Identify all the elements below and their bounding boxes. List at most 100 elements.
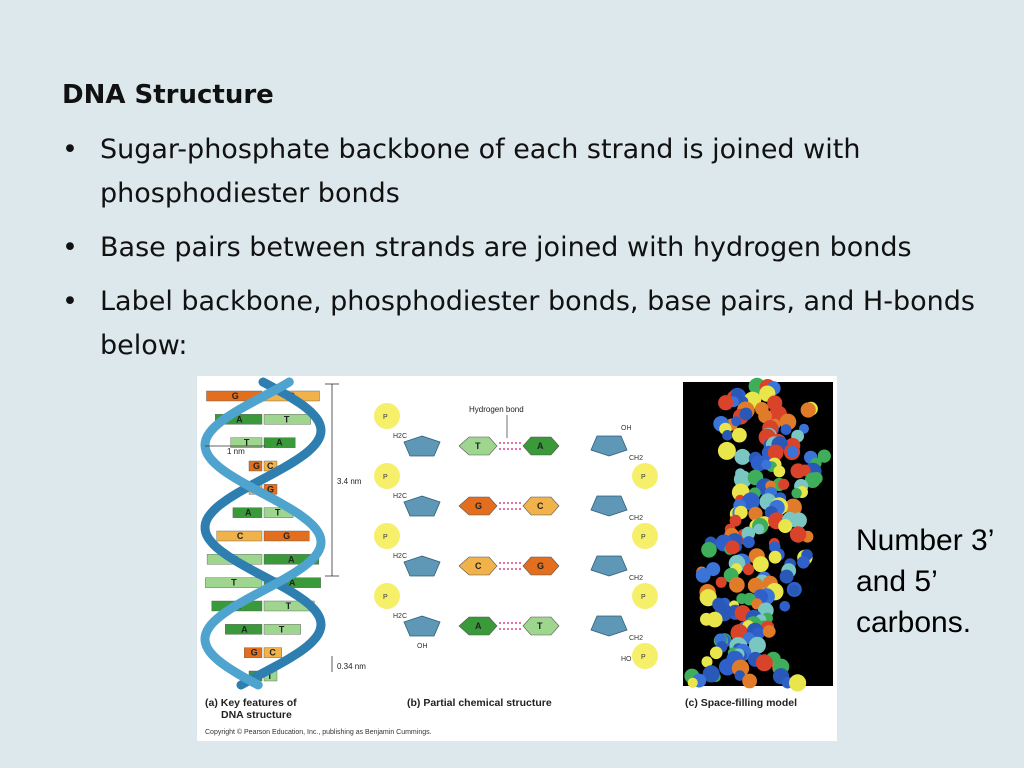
- chem-base-left-label: G: [475, 501, 482, 511]
- space-filling-atoms: [684, 377, 831, 692]
- chem-base-right: [522, 496, 560, 516]
- h2c-label: H2C: [393, 493, 407, 500]
- sugar-left: [403, 555, 441, 577]
- atom-sphere: [748, 642, 762, 656]
- atom-sphere: [778, 519, 793, 534]
- atom-sphere: [717, 441, 736, 460]
- atom-sphere: [773, 465, 786, 478]
- helix-base-left: [248, 460, 263, 472]
- helix-base-right-label: G: [283, 531, 290, 541]
- sugar-left: [403, 495, 441, 517]
- helix-strand-2: [200, 377, 326, 690]
- chem-base-left-label: C: [475, 561, 482, 571]
- chem-base-left: [458, 556, 498, 576]
- helix-base-right-label: T: [279, 624, 285, 634]
- chem-base-right-label: T: [537, 621, 543, 631]
- helix-base-right-label: G: [267, 484, 274, 494]
- helix-base-left: [205, 577, 263, 588]
- phosphate-label-right: P: [641, 594, 646, 601]
- atom-sphere: [741, 492, 760, 511]
- phosphate-group-left: [374, 523, 400, 549]
- phosphate-label-left: P: [383, 534, 388, 541]
- helix-base-left: [244, 647, 263, 658]
- bullet-text: Label backbone, phosphodiester bonds, ba…: [100, 286, 975, 361]
- bullet-symbol: •: [62, 232, 78, 263]
- chem-base-left: [458, 496, 498, 516]
- helix-base-right-label: C: [269, 648, 276, 658]
- atom-sphere: [758, 409, 772, 424]
- bullet-symbol: •: [62, 286, 78, 317]
- label-1nm: 1 nm: [227, 447, 245, 456]
- atom-sphere: [734, 670, 746, 681]
- atom-sphere: [732, 427, 747, 443]
- helix-base-left-label: T: [244, 438, 250, 448]
- hydrogen-bond-label: Hydrogen bond: [469, 405, 524, 414]
- atom-sphere: [800, 402, 816, 418]
- slide-title: DNA Structure: [62, 80, 274, 110]
- phosphate-label-left: P: [383, 414, 388, 421]
- bullet-symbol: •: [62, 134, 78, 165]
- atom-sphere: [753, 523, 765, 535]
- phosphate-group-left: [374, 403, 400, 429]
- atom-sphere: [718, 395, 734, 411]
- atom-sphere: [742, 563, 755, 576]
- helix-base-left-label: T: [231, 578, 237, 588]
- atom-sphere: [778, 478, 790, 490]
- atom-sphere: [739, 407, 753, 421]
- label-3-4nm: 3.4 nm: [337, 477, 362, 486]
- atom-sphere: [702, 665, 720, 683]
- atom-sphere: [734, 448, 751, 465]
- atom-sphere: [701, 542, 717, 558]
- helix-base-right-label: A: [289, 578, 296, 588]
- chem-base-right-label: A: [537, 441, 544, 451]
- atom-sphere: [780, 424, 792, 435]
- ch2-label: CH2: [629, 635, 643, 642]
- oh-label-top: OH: [621, 425, 632, 432]
- phosphate-group-right: [632, 583, 658, 609]
- phosphate-group-right: [632, 643, 658, 669]
- chem-base-right-label: G: [537, 561, 544, 571]
- bullet-item: •Sugar-phosphate backbone of each strand…: [62, 128, 1012, 216]
- phosphate-label-left: P: [383, 594, 388, 601]
- chem-base-left: [458, 436, 498, 456]
- helix-base-right: [263, 414, 311, 425]
- phosphate-label-right: P: [641, 534, 646, 541]
- chem-base-left-label: T: [475, 441, 481, 451]
- atom-sphere: [715, 576, 727, 588]
- atom-sphere: [784, 498, 802, 516]
- atom-sphere: [725, 540, 740, 555]
- sugar-right: [590, 435, 628, 457]
- helix-base-left-label: C: [237, 531, 244, 541]
- atom-sphere: [742, 536, 755, 549]
- ch2-label: CH2: [629, 575, 643, 582]
- phosphate-label-left: P: [383, 474, 388, 481]
- sugar-left: [403, 615, 441, 637]
- helix-base-left-label: G: [232, 391, 239, 401]
- atom-sphere: [741, 526, 756, 541]
- atom-sphere: [799, 464, 811, 477]
- label-0-34nm: 0.34 nm: [337, 662, 366, 671]
- atom-sphere: [729, 577, 745, 593]
- helix-base-left-label: G: [253, 461, 260, 471]
- chem-base-right: [522, 556, 560, 576]
- oh-label-bottom: OH: [417, 643, 428, 650]
- atom-sphere: [731, 416, 742, 427]
- atom-sphere: [707, 611, 723, 628]
- helix-base-left: [225, 624, 263, 635]
- helix-strands: [200, 377, 326, 690]
- panel-b-caption: (b) Partial chemical structure: [407, 697, 552, 709]
- panel-a-caption-2: DNA structure: [221, 709, 292, 721]
- atom-sphere: [722, 430, 733, 441]
- panel-c-space-filling: (c) Space-filling model: [683, 377, 833, 709]
- helix-base-right-label: T: [275, 508, 281, 518]
